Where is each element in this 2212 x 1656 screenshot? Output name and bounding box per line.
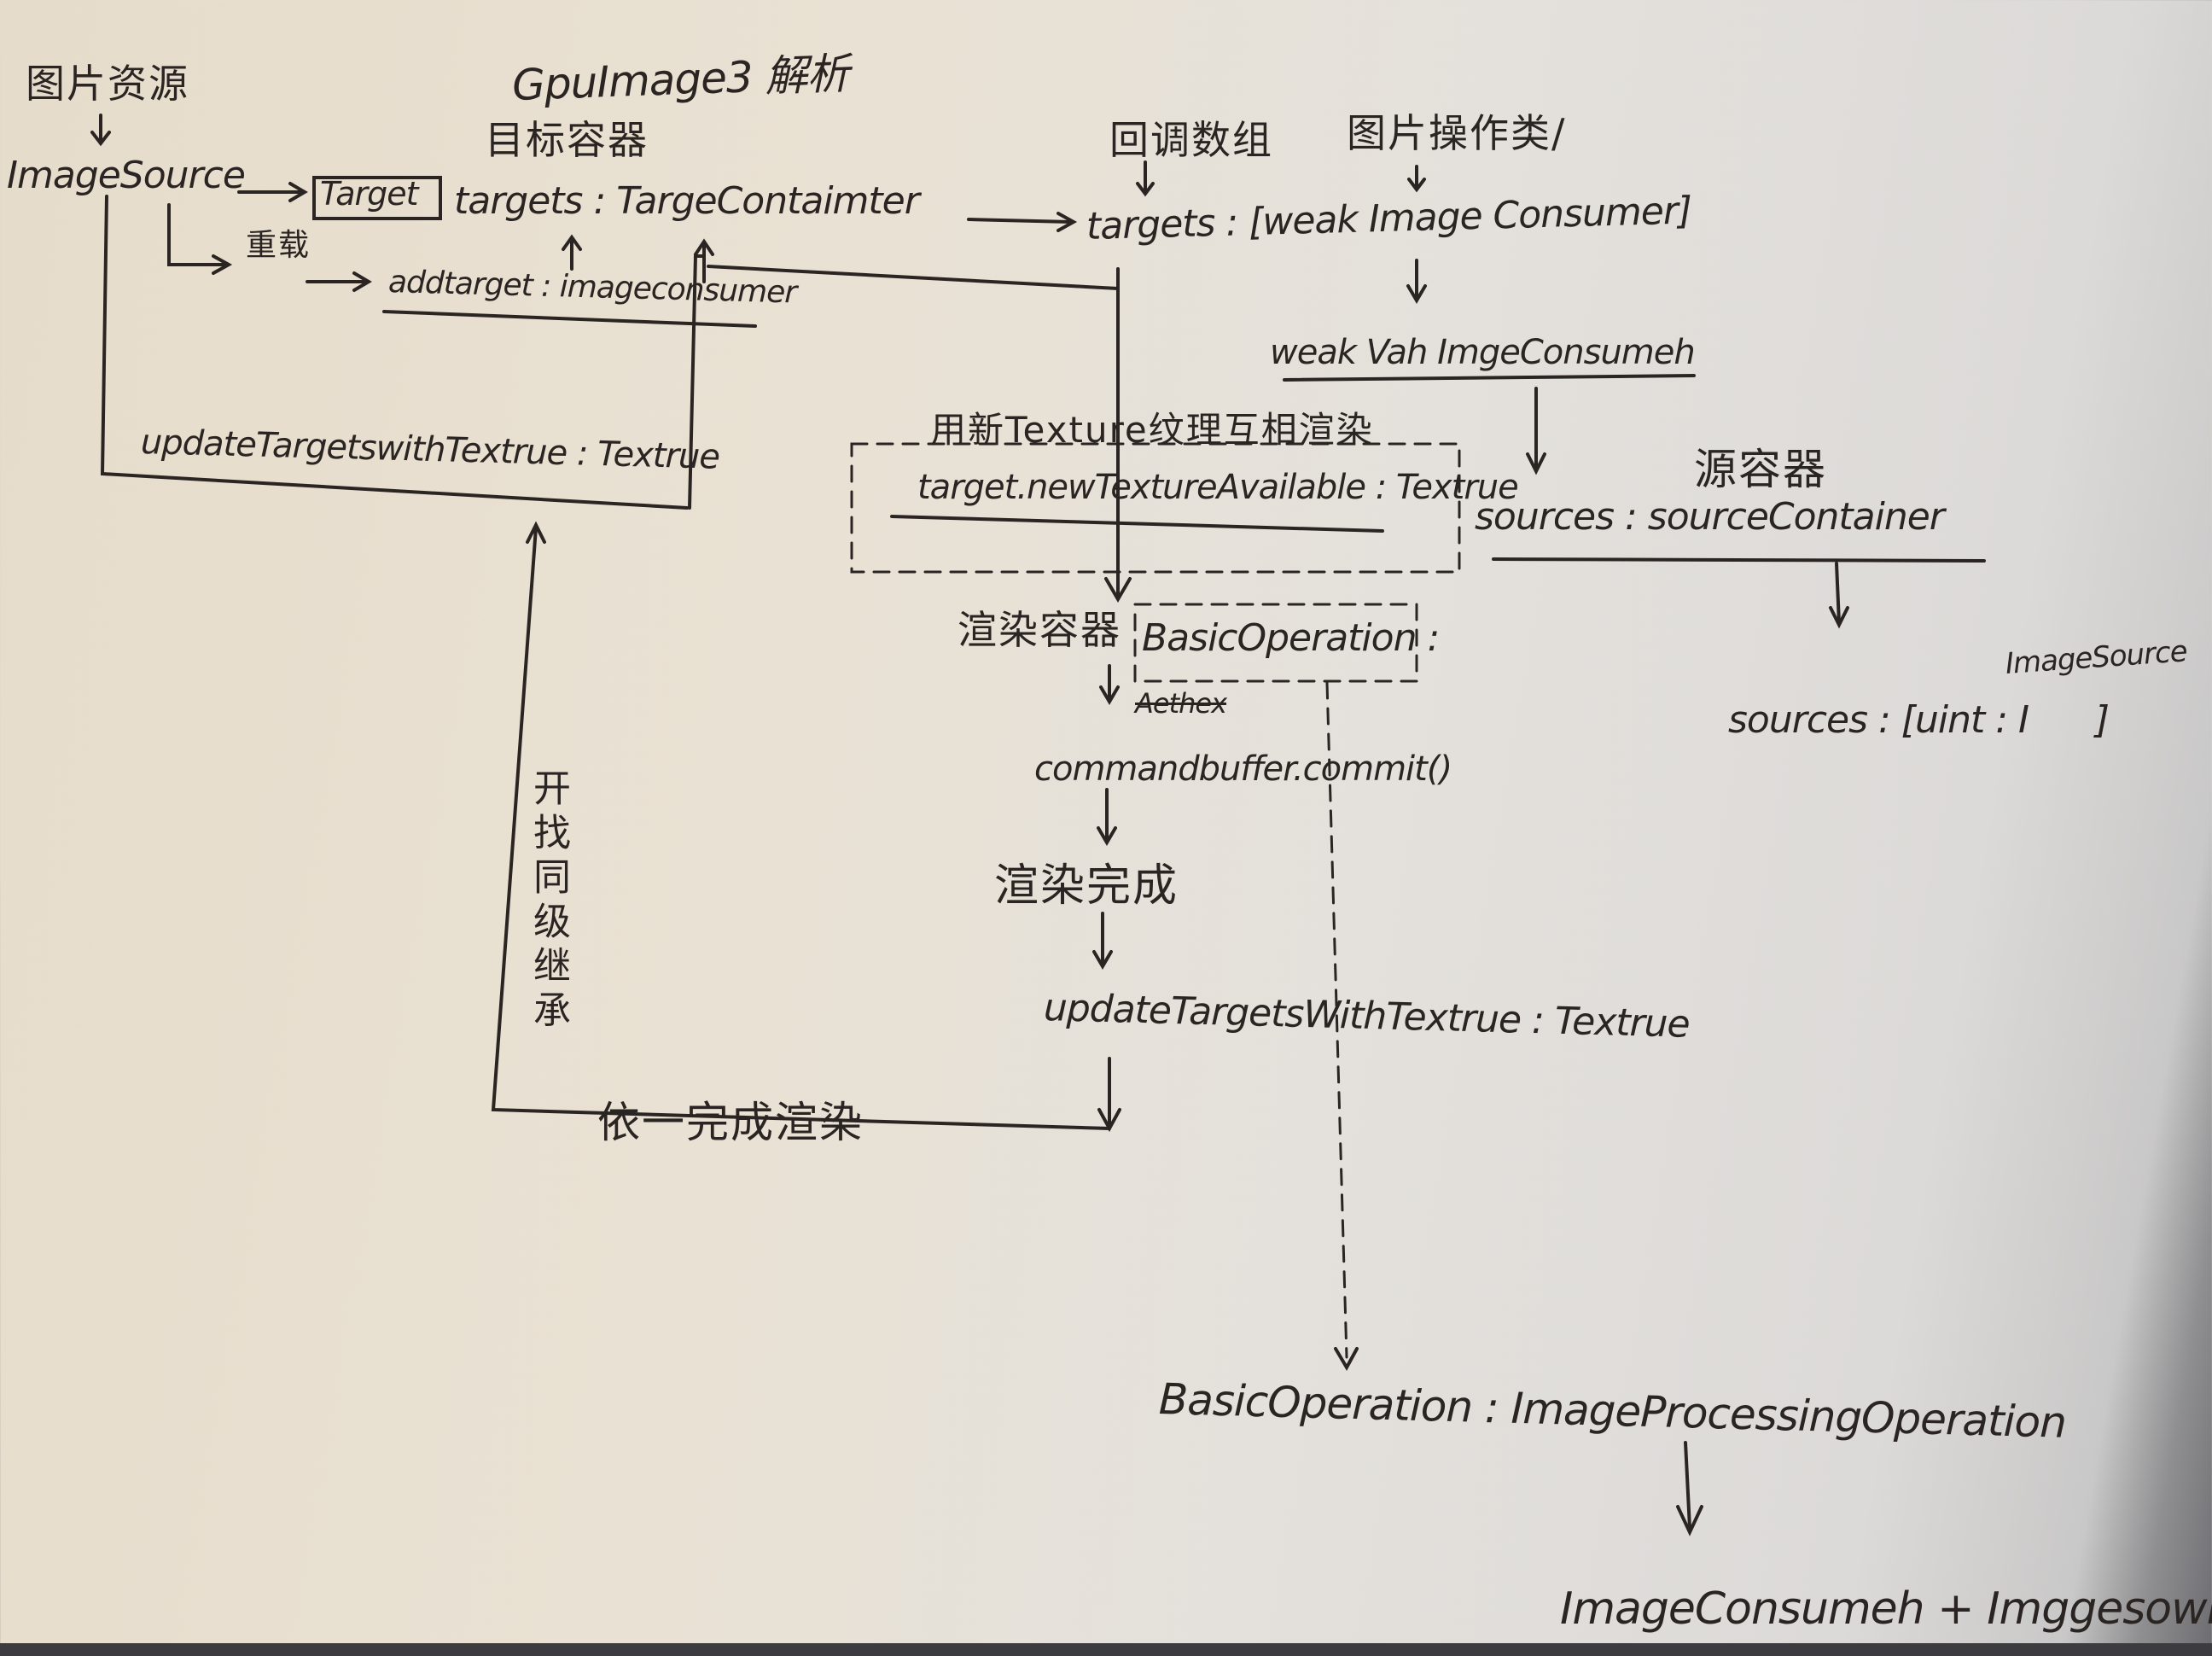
source-container-label: 源容器: [1694, 445, 1827, 494]
new-texture-available-node: target.newTextureAvailable : Textrue: [917, 468, 1519, 507]
weak-underline: [1283, 374, 1696, 382]
arrow-basic-to-consumer: [1684, 1441, 1691, 1530]
arrowhead: [1676, 1505, 1703, 1536]
arrowhead: [352, 271, 372, 292]
arrowhead: [526, 521, 546, 544]
arrow-source-to-addtarget: [167, 203, 228, 266]
render-container-label: 渲染容器: [958, 607, 1121, 653]
diagram-title: GpuImage3 解析: [511, 49, 850, 110]
loop-source-to-update: [100, 195, 689, 510]
arrow-container-to-array: [967, 218, 1073, 224]
loop-bottom-return: [491, 526, 1111, 1130]
weak-var-node: weak Vah ImgeConsumeh: [1270, 333, 1696, 372]
target-box-node: Target: [320, 175, 419, 213]
target-container-label: 目标容器: [485, 117, 649, 163]
arrowhead: [1406, 284, 1427, 304]
aethex-strikethrough: Aethex: [1135, 687, 1227, 720]
line-to-targets-array: [707, 265, 1120, 290]
new-texture-arrow: [890, 515, 1384, 533]
arrowhead: [1104, 577, 1132, 603]
sources-array-node: sources : [uint : I ]: [1728, 698, 2110, 742]
target-box-outline: [312, 176, 442, 220]
sources-container-node: sources : sourceContainer: [1475, 495, 1945, 539]
arrowhead: [1334, 1347, 1359, 1372]
texture-render-dashed-box: [850, 442, 1461, 574]
callback-array-label: 回调数组: [1109, 117, 1273, 163]
arrowhead: [1097, 826, 1117, 846]
image-resource-label: 图片资源: [26, 61, 189, 107]
arrowhead: [562, 234, 582, 251]
arrowhead: [1829, 606, 1849, 629]
image-source-node: ImageSource: [7, 154, 246, 197]
render-done-node: 渲染完成: [994, 860, 1179, 912]
arrowhead: [1092, 950, 1113, 970]
arrow-sources-to-array: [1835, 562, 1841, 625]
arrowhead: [90, 131, 111, 147]
arrowhead: [694, 238, 714, 256]
basic-operation-dashed-box: [1133, 603, 1418, 683]
arrowhead: [212, 254, 233, 275]
arrowhead: [1526, 452, 1546, 475]
arrowhead: [1136, 182, 1155, 197]
addtarget-underline: [382, 310, 757, 328]
sources-underline: [1492, 557, 1986, 563]
consumer-plus-source-node: ImageConsumeh + Imggesowre: [1560, 1583, 2212, 1635]
sibling-inherit-label: 开找同级继承: [527, 768, 570, 1035]
targets-container-node: targets : TargeContaimter: [454, 179, 920, 223]
arrowhead: [1099, 685, 1120, 705]
command-buffer-node: commandbuffer.commit(): [1034, 749, 1452, 789]
render-in-order-label: 依一完成渲染: [597, 1098, 864, 1147]
arrowhead: [1057, 212, 1078, 232]
texture-render-label: 用新Texture纹理互相渲染: [930, 409, 1374, 451]
basic-operation-box-node: BasicOperation :: [1142, 616, 1440, 660]
photo-bottom-edge: [0, 1643, 2212, 1656]
arrowhead: [1407, 178, 1426, 193]
arrowhead: [288, 182, 308, 202]
overload-label: 重载: [246, 228, 311, 263]
image-operation-label: 图片操作类/: [1347, 110, 1567, 156]
dashed-to-basic-operation: [1325, 681, 1348, 1359]
